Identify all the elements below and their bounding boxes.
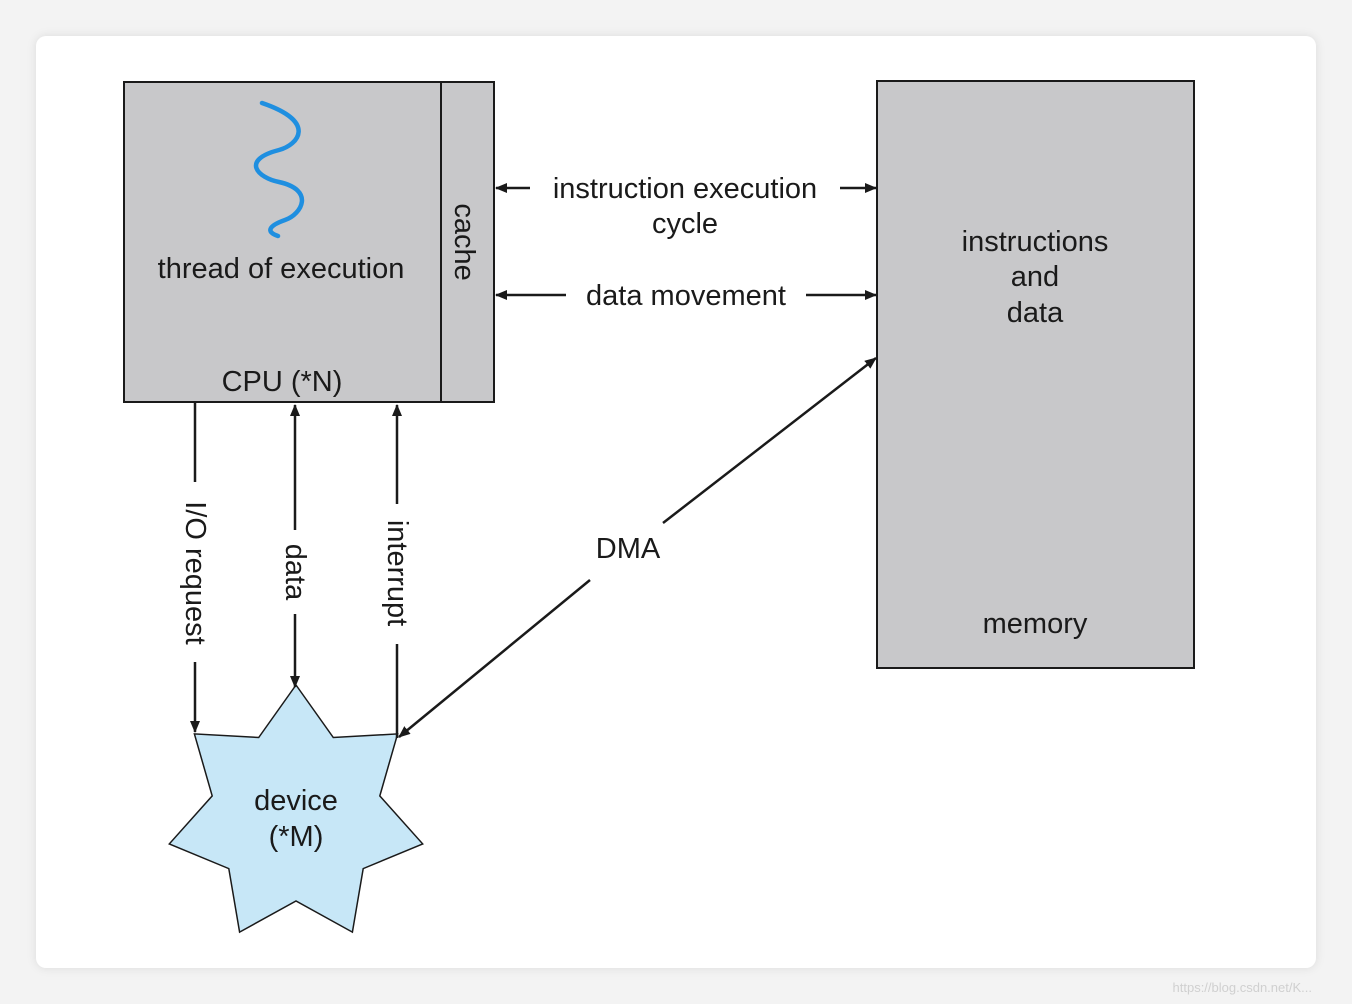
data-movement-arrow: data movement bbox=[495, 280, 877, 312]
cache-label: cache bbox=[448, 203, 480, 280]
memory-content-line1: instructions bbox=[962, 226, 1109, 258]
cpu-label: CPU (*N) bbox=[222, 366, 343, 398]
io-request-label: I/O request bbox=[179, 501, 211, 644]
device-label-line2: (*M) bbox=[269, 821, 324, 853]
cycle-label: cycle bbox=[652, 208, 718, 240]
dma-label: DMA bbox=[596, 533, 661, 565]
interrupt-label: interrupt bbox=[381, 520, 413, 626]
instruction-execution-label: instruction execution bbox=[553, 173, 817, 205]
thread-icon bbox=[253, 100, 305, 239]
watermark: https://blog.csdn.net/K... bbox=[1173, 980, 1312, 995]
memory-content-line3: data bbox=[1007, 297, 1064, 329]
device-star: device (*M) bbox=[168, 683, 424, 934]
instruction-execution-arrow: instruction execution cycle bbox=[495, 173, 877, 240]
io-request-arrow: I/O request bbox=[179, 403, 211, 733]
memory-content-line2: and bbox=[1011, 261, 1059, 293]
data-movement-label: data movement bbox=[586, 280, 786, 312]
memory-label: memory bbox=[983, 608, 1088, 640]
data-label: data bbox=[279, 544, 311, 601]
dma-arrow: DMA bbox=[398, 357, 877, 738]
data-arrow: data bbox=[279, 404, 311, 688]
memory-box: instructions and data memory bbox=[876, 80, 1195, 669]
interrupt-arrow: interrupt bbox=[381, 404, 413, 738]
thread-label: thread of execution bbox=[158, 253, 405, 285]
device-label-line1: device bbox=[254, 785, 338, 817]
cpu-box: thread of execution CPU (*N) cache bbox=[123, 81, 495, 403]
